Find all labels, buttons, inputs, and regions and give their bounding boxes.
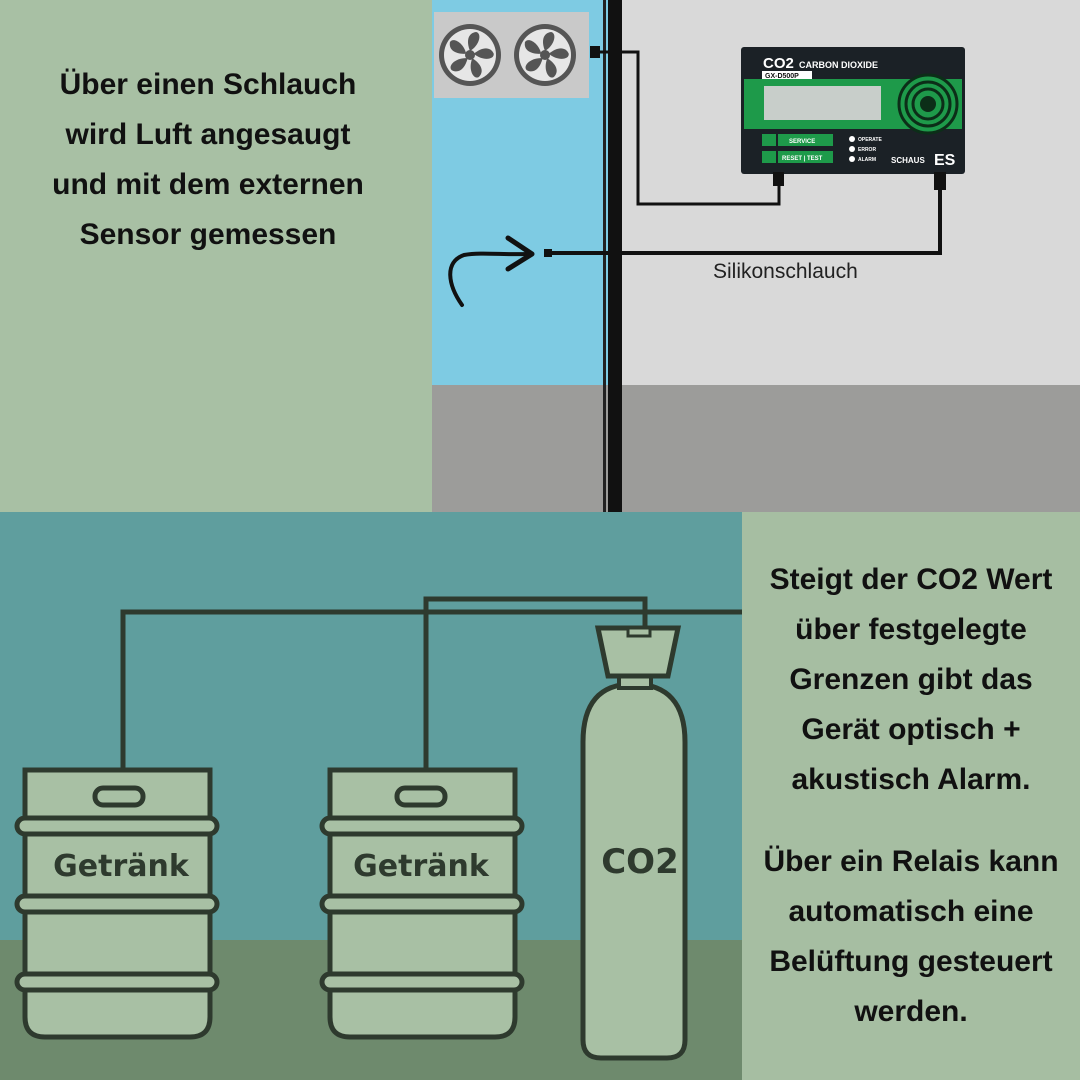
intro-line: Über einen Schlauch	[59, 68, 357, 101]
fan-icon	[514, 24, 576, 86]
sensor-room-illustration: Silikonschlauch CO2 CARBON DIOXIDE GX-D5…	[432, 0, 1080, 512]
sensor-room-svg: Silikonschlauch CO2 CARBON DIOXIDE GX-D5…	[432, 0, 1080, 512]
alarm-line: Gerät optisch +	[801, 713, 1021, 746]
keg-room-svg: Getränk Getränk CO2	[0, 596, 742, 1080]
explanation-panel: Steigt der CO2 Wert über festgelegte Gre…	[742, 512, 1080, 1080]
brand-name: SCHAUS	[891, 156, 925, 165]
hose-label: Silikonschlauch	[713, 260, 858, 283]
air-intake-arrow	[448, 235, 535, 307]
operate-led	[849, 136, 855, 142]
hose-port	[934, 172, 946, 190]
beverage-keg: Getränk	[14, 767, 220, 1040]
silicone-hose	[552, 185, 942, 255]
device-subtitle: CARBON DIOXIDE	[799, 60, 878, 70]
alarm-led	[849, 156, 855, 162]
thin-wall-line	[603, 0, 606, 512]
co2-sensor-device: CO2 CARBON DIOXIDE GX-D500P SERVICE RESE…	[741, 47, 965, 190]
gas-line-keg-2	[423, 596, 648, 770]
alarm-label: ALARM	[858, 157, 876, 163]
intro-line: wird Luft angesaugt	[65, 118, 351, 151]
intro-line: Sensor gemessen	[79, 218, 337, 251]
fan-unit	[434, 12, 589, 98]
alarm-line: Steigt der CO2 Wert	[769, 563, 1053, 596]
keg-label: Getränk	[353, 849, 490, 884]
hose-inlet	[544, 249, 552, 257]
model-number-plate	[762, 71, 812, 79]
relay-line: automatisch eine	[788, 895, 1034, 928]
brand-logo: ES	[934, 152, 956, 169]
error-led	[849, 146, 855, 152]
reset-test-label: RESET | TEST	[782, 156, 823, 162]
gas-line-keg-1	[120, 609, 742, 770]
relay-port	[773, 172, 784, 186]
reset-key-icon	[762, 151, 776, 163]
service-label: SERVICE	[789, 139, 815, 145]
service-button	[778, 134, 833, 146]
floor-area	[432, 385, 1080, 512]
co2-cylinder: CO2	[580, 625, 688, 1061]
alarm-text: Steigt der CO2 Wert über festgelegte Gre…	[742, 555, 1080, 805]
relay-line: Belüftung gesteuert	[769, 945, 1053, 978]
cylinder-label: CO2	[601, 842, 679, 882]
reset-test-button	[778, 151, 833, 163]
alarm-line: über festgelegte	[795, 613, 1027, 646]
intro-line: und mit dem externen	[52, 168, 364, 201]
keg-label: Getränk	[53, 849, 190, 884]
service-key-icon	[762, 134, 776, 146]
relay-cable	[600, 50, 781, 206]
fan-icon	[439, 24, 501, 86]
relay-line: werden.	[854, 995, 968, 1028]
device-display	[764, 86, 881, 120]
alarm-line: Grenzen gibt das	[789, 663, 1033, 696]
relay-line: Über ein Relais kann	[763, 845, 1059, 878]
cable-connector	[590, 46, 600, 58]
error-label: ERROR	[858, 147, 876, 153]
alarm-line: akustisch Alarm.	[791, 763, 1031, 796]
keg-room-illustration: Getränk Getränk CO2	[0, 512, 742, 1080]
intro-text: Über einen Schlauch wird Luft angesaugt …	[0, 60, 416, 260]
wall	[608, 0, 622, 512]
relay-text: Über ein Relais kann automatisch eine Be…	[742, 837, 1080, 1037]
intro-panel: Über einen Schlauch wird Luft angesaugt …	[0, 0, 432, 512]
speaker-icon	[897, 73, 959, 135]
operate-label: OPERATE	[858, 137, 882, 143]
device-model-number: GX-D500P	[765, 73, 799, 80]
device-title: CO2	[763, 55, 794, 72]
beverage-keg: Getränk	[319, 767, 525, 1040]
